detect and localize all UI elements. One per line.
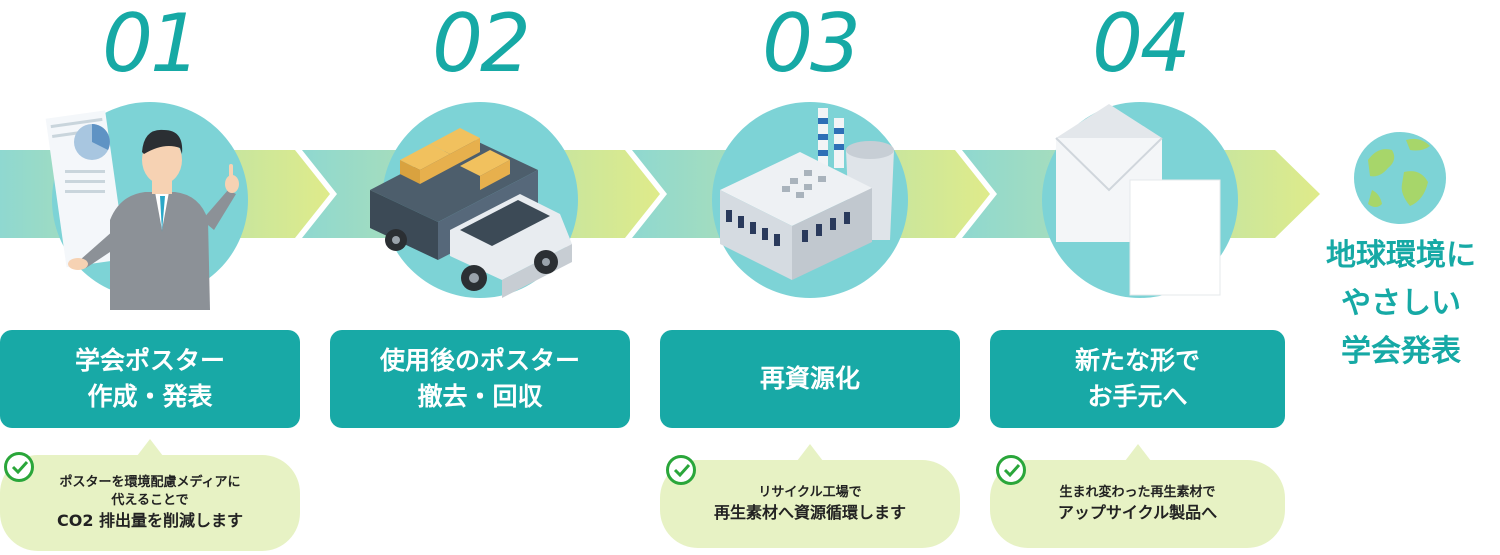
step-number-1: 01: [102, 0, 201, 90]
note-4-line-1: 生まれ変わった再生素材で: [1059, 485, 1216, 500]
final-label-line-3: 学会発表: [1341, 334, 1461, 369]
note-bubble-1: ポスターを環境配慮メディアに 代えることで CO2 排出量を削減します: [0, 439, 300, 551]
note-1-line-1: ポスターを環境配慮メディアに: [59, 475, 241, 490]
step-title-box-1: 学会ポスター 作成・発表: [0, 330, 300, 428]
envelope-paper-illustration: [1042, 102, 1238, 298]
note-4-line-2: アップサイクル製品へ: [1057, 503, 1218, 522]
final-label-line-2: やさしい: [1341, 286, 1461, 321]
check-icon: [4, 452, 34, 482]
note-1-line-3: CO2 排出量を削減します: [56, 511, 244, 530]
businessman-poster-illustration: [45, 102, 248, 310]
step-number-3: 03: [762, 0, 861, 90]
check-icon: [666, 455, 696, 485]
note-bubble-3: リサイクル工場で 再生素材へ資源循環します: [660, 444, 960, 548]
step-title-box-2: 使用後のポスター 撤去・回収: [330, 330, 630, 428]
check-icon: [996, 455, 1026, 485]
step-number-2: 02: [432, 0, 531, 90]
step-title-2: 使用後のポスター 撤去・回収: [379, 346, 580, 411]
note-3-line-2: 再生素材へ資源循環します: [713, 503, 906, 522]
step-title-box-3: 再資源化: [660, 330, 960, 428]
note-bubble-4: 生まれ変わった再生素材で アップサイクル製品へ: [990, 444, 1285, 548]
globe-icon: [1354, 132, 1446, 224]
step-title-1: 学会ポスター 作成・発表: [74, 346, 225, 411]
step-title-3: 再資源化: [759, 364, 860, 393]
truck-with-boxes-illustration: [370, 102, 578, 298]
step-title-box-4: 新たな形で お手元へ: [990, 330, 1285, 428]
step-number-4: 04: [1092, 0, 1191, 90]
note-3-line-1: リサイクル工場で: [758, 485, 862, 500]
final-label: 地球環境に やさしい 学会発表: [1306, 232, 1496, 376]
step-title-4: 新たな形で お手元へ: [1074, 346, 1200, 411]
recycling-factory-illustration: [712, 102, 908, 298]
final-label-line-1: 地球環境に: [1326, 238, 1476, 273]
note-1-line-2: 代えることで: [111, 493, 189, 508]
